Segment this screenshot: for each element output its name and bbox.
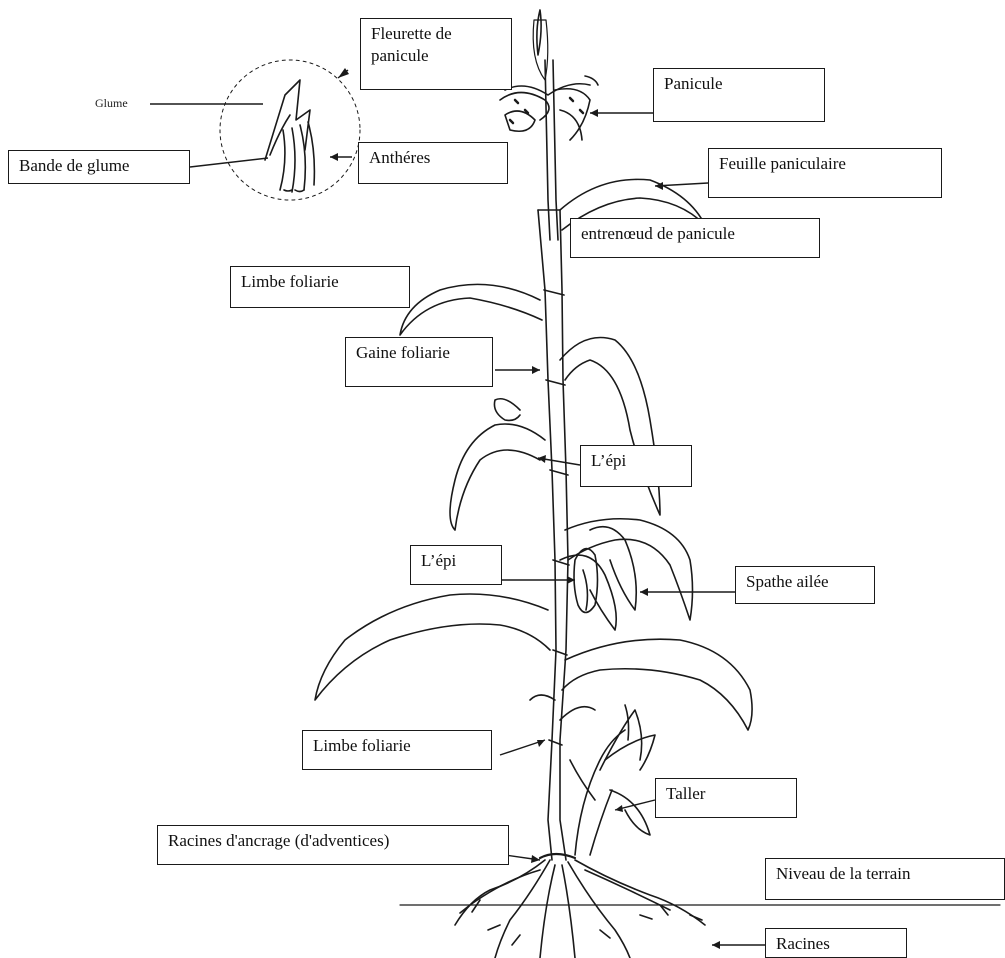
label-feuille-paniculaire: Feuille paniculaire bbox=[708, 148, 942, 198]
label-glume: Glume bbox=[95, 96, 128, 111]
label-taller: Taller bbox=[655, 778, 797, 818]
label-spathe-ailee: Spathe ailée bbox=[735, 566, 875, 604]
label-bande-de-glume: Bande de glume bbox=[8, 150, 190, 184]
label-limbe-foliarie-haut: Limbe foliarie bbox=[230, 266, 410, 308]
flower-detail-circle bbox=[220, 60, 360, 200]
label-racines: Racines bbox=[765, 928, 907, 958]
tiller bbox=[570, 705, 655, 855]
label-entrenoeud-de-panicule: entrenœud de panicule bbox=[570, 218, 820, 258]
label-epi-gauche: L’épi bbox=[410, 545, 502, 585]
label-panicule: Panicule bbox=[653, 68, 825, 122]
label-fleurette-de-panicule: Fleurette de panicule bbox=[360, 18, 512, 90]
label-epi-droite: L’épi bbox=[580, 445, 692, 487]
label-antheres: Anthéres bbox=[358, 142, 508, 184]
label-racines-d-ancrage: Racines d'ancrage (d'adventices) bbox=[157, 825, 509, 865]
label-limbe-foliarie-bas: Limbe foliarie bbox=[302, 730, 492, 770]
label-niveau-de-la-terrain: Niveau de la terrain bbox=[765, 858, 1005, 900]
label-gaine-foliarie: Gaine foliarie bbox=[345, 337, 493, 387]
panicle bbox=[500, 10, 598, 140]
